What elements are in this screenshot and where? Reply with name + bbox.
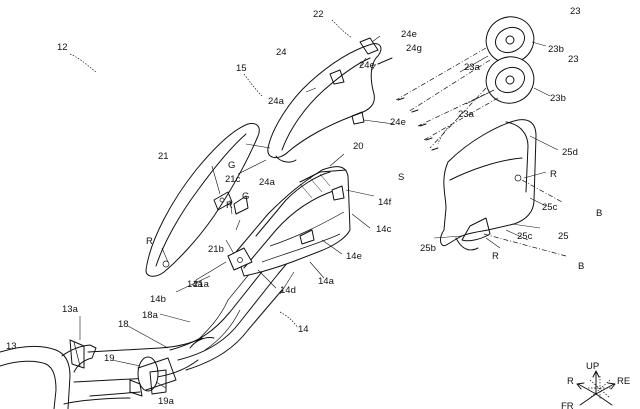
reference-labels: 12 13 13a 14 14a 14a 14b 14c 14d 14e 14f… bbox=[6, 6, 602, 407]
label-14e: 14e bbox=[346, 251, 362, 262]
label-13: 13 bbox=[6, 341, 17, 352]
direction-compass: UP RE R FR bbox=[561, 361, 630, 409]
label-25c-1: 25c bbox=[542, 202, 558, 213]
label-25: 25 bbox=[558, 231, 569, 242]
compass-re-label: RE bbox=[617, 376, 630, 387]
label-R-2: R bbox=[226, 200, 233, 211]
label-23a-1: 23a bbox=[464, 62, 481, 73]
cover-25 bbox=[440, 119, 567, 257]
label-R-3: R bbox=[550, 169, 557, 180]
compass-fr-label: FR bbox=[561, 401, 574, 409]
label-21c: 21c bbox=[225, 174, 241, 185]
label-24e-2: 24e bbox=[359, 60, 375, 71]
label-25c-2: 25c bbox=[517, 231, 533, 242]
label-15: 15 bbox=[236, 63, 247, 74]
label-24a-1: 24a bbox=[268, 96, 285, 107]
label-21b: 21b bbox=[208, 244, 224, 255]
label-14f: 14f bbox=[378, 197, 392, 208]
label-20: 20 bbox=[353, 141, 364, 152]
label-23b-2: 23b bbox=[550, 93, 566, 104]
label-B-2: B bbox=[578, 261, 584, 272]
label-21a: 21a bbox=[193, 279, 210, 290]
label-24a-2: 24a bbox=[259, 177, 276, 188]
cover-24 bbox=[267, 37, 393, 163]
label-25b: 25b bbox=[420, 243, 436, 254]
label-25d: 25d bbox=[562, 147, 578, 158]
label-24: 24 bbox=[276, 47, 287, 58]
label-14a-1: 14a bbox=[187, 279, 204, 290]
label-24g: 24g bbox=[406, 43, 422, 54]
muffler-14 bbox=[169, 166, 351, 371]
side-cover-21 bbox=[145, 123, 260, 277]
label-14c: 14c bbox=[376, 224, 392, 235]
end-caps-23 bbox=[395, 16, 535, 151]
label-S: S bbox=[398, 172, 404, 183]
label-12: 12 bbox=[57, 42, 68, 53]
label-24e-1: 24e bbox=[401, 29, 417, 40]
label-23a-2: 23a bbox=[458, 109, 475, 120]
label-R-1: R bbox=[146, 236, 153, 247]
label-R-4: R bbox=[492, 251, 499, 262]
leader-lines bbox=[69, 19, 612, 400]
label-24e-3: 24e bbox=[390, 117, 406, 128]
label-21: 21 bbox=[158, 151, 169, 162]
label-19a: 19a bbox=[158, 396, 175, 407]
label-23-2: 23 bbox=[568, 54, 579, 65]
label-23-1: 23 bbox=[570, 6, 581, 17]
label-14d: 14d bbox=[280, 285, 296, 296]
label-22: 22 bbox=[313, 9, 324, 20]
label-14b: 14b bbox=[150, 294, 166, 305]
compass-up-label: UP bbox=[586, 361, 599, 372]
label-14: 14 bbox=[298, 324, 309, 335]
label-19: 19 bbox=[104, 353, 115, 364]
label-14a-2: 14a bbox=[318, 276, 335, 287]
screws-S bbox=[397, 97, 439, 151]
label-G-2: G bbox=[242, 191, 249, 202]
collar-19 bbox=[129, 356, 177, 397]
label-13a: 13a bbox=[62, 304, 79, 315]
label-B-1: B bbox=[596, 208, 602, 219]
label-G-1: G bbox=[228, 160, 235, 171]
compass-r-label: R bbox=[567, 376, 574, 387]
label-18: 18 bbox=[118, 319, 129, 330]
label-18a: 18a bbox=[142, 310, 159, 321]
label-23b-1: 23b bbox=[548, 44, 564, 55]
